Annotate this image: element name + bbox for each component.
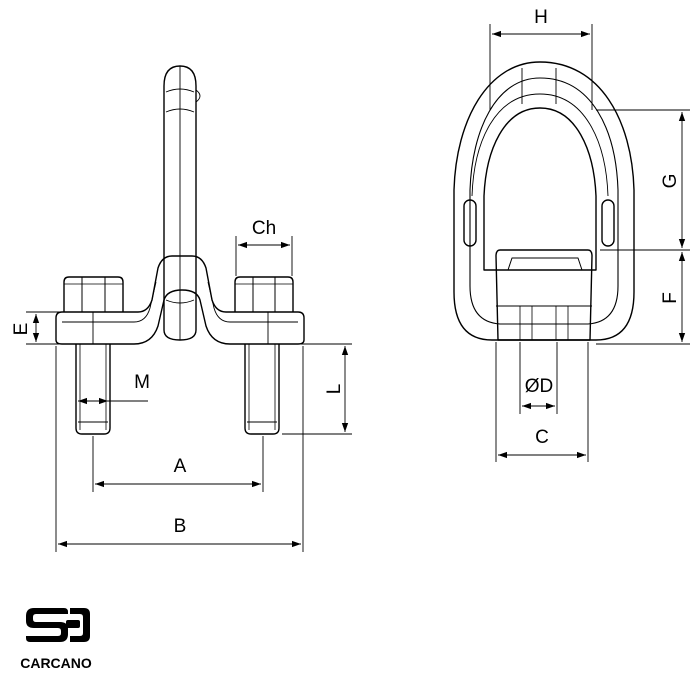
front-base-block: [495, 249, 593, 341]
front-ring-inner-edge: [469, 77, 619, 325]
logo-text: CARCANO: [20, 655, 92, 671]
left-hex-head: [63, 276, 124, 312]
right-bolt: [244, 344, 280, 435]
label-C: C: [535, 427, 549, 448]
side-view: [55, 65, 305, 435]
right-hex-head: [234, 276, 294, 312]
label-G: G: [660, 174, 681, 189]
right-slot: [601, 199, 615, 247]
front-outer-ring: [453, 61, 635, 341]
label-A: A: [174, 456, 187, 477]
carcano-logo: CARCANO: [20, 608, 92, 671]
label-E: E: [11, 323, 32, 336]
label-F: F: [660, 292, 681, 304]
label-M: M: [134, 372, 150, 393]
dimension-labels: H G F ØD C Ch E M L A B: [11, 7, 681, 537]
left-slot: [463, 199, 477, 247]
carcano-logo-mark: [26, 608, 90, 642]
label-H: H: [534, 7, 548, 28]
dimensions: [26, 24, 690, 552]
label-Ch: Ch: [252, 218, 276, 239]
front-ring-opening: [483, 107, 597, 271]
label-D: ØD: [525, 376, 554, 397]
left-bolt: [75, 344, 111, 435]
side-ring-link: [163, 65, 201, 341]
label-L: L: [324, 384, 345, 395]
label-B: B: [174, 516, 187, 537]
front-view: [453, 61, 635, 341]
